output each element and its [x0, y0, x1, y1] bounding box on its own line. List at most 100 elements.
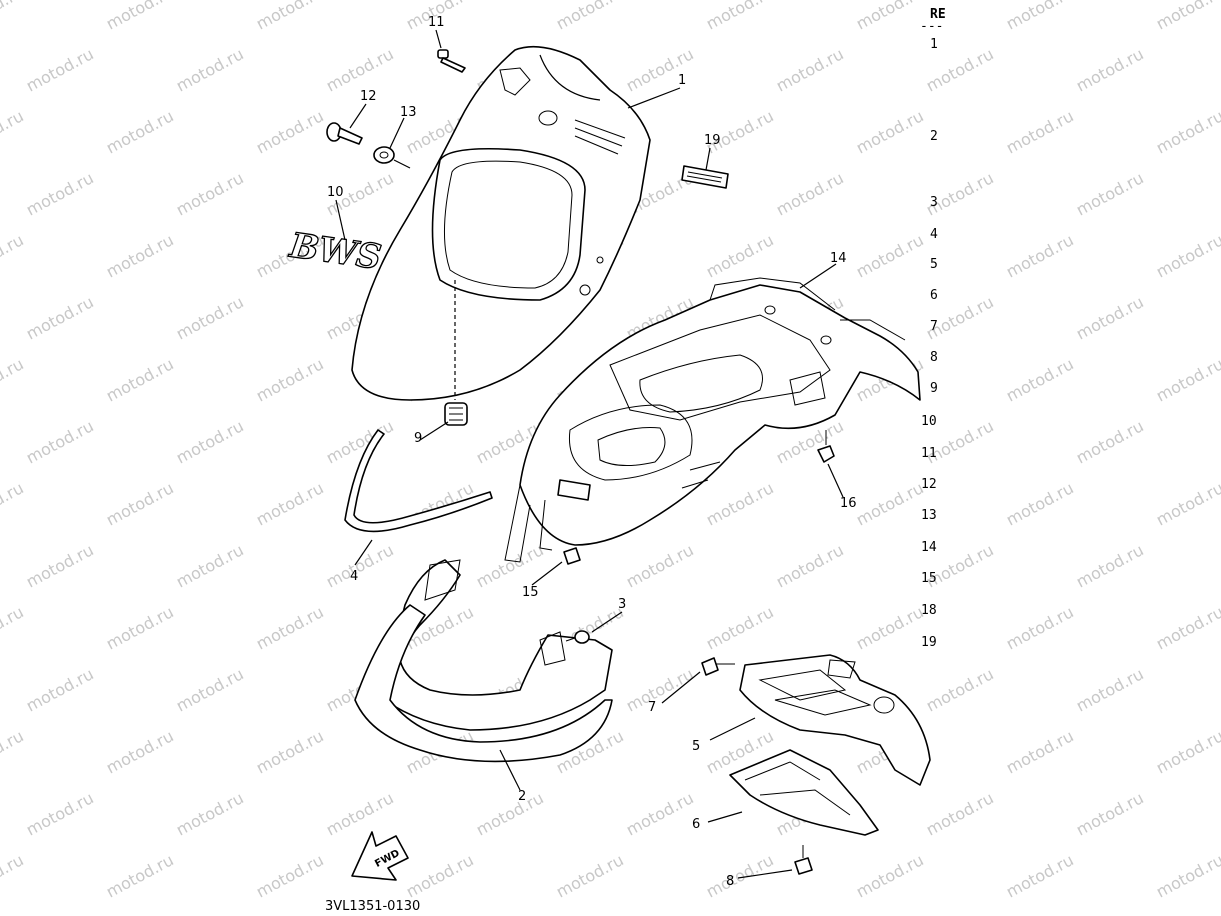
watermark-text: motod.ru — [1003, 106, 1077, 157]
diagram-code: 3VL1351-0130 — [325, 899, 420, 914]
watermark-text: motod.ru — [103, 106, 177, 157]
watermark-text: motod.ru — [0, 0, 27, 34]
watermark-text: motod.ru — [853, 478, 927, 529]
callout-19: 19 — [704, 133, 721, 148]
watermark-text: motod.ru — [253, 0, 327, 34]
watermark-text: motod.ru — [173, 44, 247, 95]
watermark-text: motod.ru — [773, 44, 847, 95]
watermark-text: motod.ru — [1073, 416, 1147, 467]
watermark-text: motod.ru — [703, 478, 777, 529]
callout-9: 9 — [414, 431, 422, 446]
callout-14: 14 — [830, 251, 847, 266]
watermark-text: motod.ru — [1003, 230, 1077, 281]
watermark-text: motod.ru — [1003, 0, 1077, 34]
watermark-text: motod.ru — [773, 540, 847, 591]
watermark-text: motod.ru — [1073, 540, 1147, 591]
watermark-text: motod.ru — [853, 230, 927, 281]
watermark-text: motod.ru — [773, 168, 847, 219]
watermark-text: motod.ru — [103, 850, 177, 901]
leader-lines — [335, 29, 844, 879]
watermark-text: motod.ru — [1153, 106, 1221, 157]
watermark-text: motod.ru — [1003, 478, 1077, 529]
watermark-text: motod.ru — [0, 602, 27, 653]
part-13-nut — [373, 146, 395, 164]
watermark-text: motod.ru — [0, 106, 27, 157]
watermark-text: motod.ru — [703, 602, 777, 653]
watermark-text: motod.ru — [703, 850, 777, 901]
watermark-text: motod.ru — [1003, 850, 1077, 901]
part-6-plate — [729, 749, 879, 836]
callout-6: 6 — [692, 817, 700, 832]
watermark-text: motod.ru — [853, 106, 927, 157]
watermark-text: motod.ru — [253, 602, 327, 653]
part-12-bolt — [326, 122, 363, 145]
callout-5: 5 — [692, 739, 700, 754]
ref-number: 9 — [930, 381, 938, 396]
watermark-text: motod.ru — [0, 726, 27, 777]
callout-16: 16 — [840, 496, 857, 511]
watermark-text: motod.ru — [473, 540, 547, 591]
part-15-clip — [563, 547, 581, 565]
watermark-text: motod.ru — [0, 230, 27, 281]
watermark-text: motod.ru — [1153, 0, 1221, 34]
callout-10: 10 — [327, 185, 344, 200]
watermark-text: motod.ru — [1003, 602, 1077, 653]
part-4-seal-strip — [344, 429, 493, 533]
part-2-lower-cover — [354, 559, 613, 763]
watermark-text: motod.ru — [253, 850, 327, 901]
callout-15: 15 — [522, 585, 539, 600]
part-8-screw — [794, 845, 813, 875]
watermark-text: motod.ru — [23, 168, 97, 219]
watermark-text: motod.ru — [323, 416, 397, 467]
watermark-text: motod.ru — [1003, 354, 1077, 405]
callout-12: 12 — [360, 89, 377, 104]
watermark-text: motod.ru — [923, 664, 997, 715]
watermark-text: motod.ru — [1073, 292, 1147, 343]
watermark-text: motod.ru — [23, 788, 97, 839]
watermark-text: motod.ru — [103, 354, 177, 405]
ref-number: 6 — [930, 288, 938, 303]
watermark-text: motod.ru — [23, 416, 97, 467]
part-19-label — [681, 165, 729, 189]
watermark-text: motod.ru — [1073, 664, 1147, 715]
watermark-text: motod.ru — [1153, 726, 1221, 777]
part-3-screw — [565, 630, 590, 644]
watermark-text: motod.ru — [103, 0, 177, 34]
ref-number: 8 — [930, 350, 938, 365]
callout-11: 11 — [428, 15, 445, 30]
watermark-text: motod.ru — [323, 788, 397, 839]
watermark-text: motod.ru — [23, 540, 97, 591]
watermark-text: motod.ru — [923, 788, 997, 839]
ref-number: 3 — [930, 195, 938, 210]
watermark-text: motod.ru — [1073, 788, 1147, 839]
watermark-text: motod.ru — [1073, 44, 1147, 95]
watermark-text: motod.ru — [103, 726, 177, 777]
watermark-text: motod.ru — [23, 292, 97, 343]
ref-number: 11 — [921, 446, 937, 461]
callout-8: 8 — [726, 874, 734, 889]
part-16-clip — [817, 430, 835, 463]
callout-3: 3 — [618, 597, 626, 612]
part-11-screw — [437, 49, 466, 73]
watermark-text: motod.ru — [173, 540, 247, 591]
ref-number: 15 — [921, 571, 937, 586]
ref-number: 2 — [930, 129, 938, 144]
watermark-text: motod.ru — [1073, 168, 1147, 219]
watermark-text: motod.ru — [853, 850, 927, 901]
ref-number: 19 — [921, 635, 937, 650]
ref-number: 13 — [921, 508, 937, 523]
part-7-bolt — [701, 657, 735, 676]
watermark-text: motod.ru — [23, 44, 97, 95]
callout-4: 4 — [350, 569, 358, 584]
fwd-arrow-icon: FWD — [351, 831, 409, 881]
watermark-text: motod.ru — [0, 354, 27, 405]
watermark-text: motod.ru — [1153, 602, 1221, 653]
ref-number: 4 — [930, 227, 938, 242]
watermark-text: motod.ru — [1153, 850, 1221, 901]
watermark-text: motod.ru — [1003, 726, 1077, 777]
ref-number: 10 — [921, 414, 937, 429]
watermark-text: motod.ru — [323, 44, 397, 95]
bws-logo-text: BWS — [286, 225, 383, 277]
watermark-text: motod.ru — [253, 106, 327, 157]
